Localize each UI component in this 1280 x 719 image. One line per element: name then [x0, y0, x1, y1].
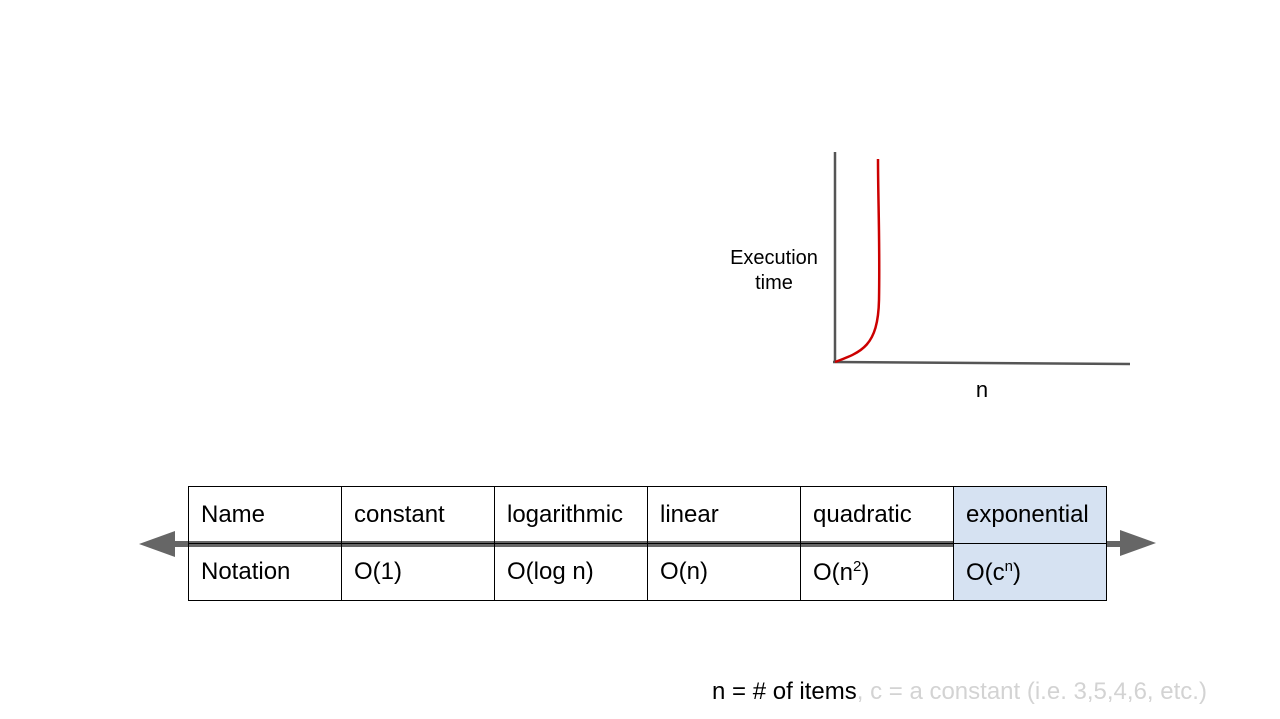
footnote-faded: , c = a constant (i.e. 3,5,4,6, etc.) [856, 678, 1207, 705]
notation-header-cell: Notation [188, 543, 342, 601]
name-row: Name constant logarithmic linear quadrat… [188, 486, 1107, 544]
notation-tail: ) [861, 558, 870, 586]
notation-text: O(c [966, 558, 1005, 586]
x-axis-label: n [975, 377, 989, 402]
name-cell-exponential: exponential [953, 486, 1107, 544]
notation-cell-quadratic: O(n2) [800, 543, 954, 601]
notation-cell-exponential: O(cn) [953, 543, 1107, 601]
name-header-cell: Name [188, 486, 342, 544]
notation-text: O(n) [660, 558, 708, 585]
y-axis-label: Execution time [714, 246, 834, 296]
footnote: n = # of items, c = a constant (i.e. 3,5… [712, 678, 1207, 706]
name-cell-quadratic: quadratic [800, 486, 954, 544]
notation-tail: ) [1013, 558, 1022, 586]
footnote-main: n = # of items [712, 678, 857, 705]
notation-exponent: n [1004, 557, 1014, 575]
left-arrowhead [139, 531, 175, 557]
exponential-curve [834, 158, 881, 364]
complexity-table: Name constant logarithmic linear quadrat… [188, 486, 1107, 601]
y-axis-label-line2: time [755, 272, 793, 294]
notation-text: O(n [813, 558, 854, 586]
notation-row: Notation O(1) O(log n) O(n) O(n2) O(cn) [188, 543, 1107, 601]
name-cell-linear: linear [647, 486, 801, 544]
right-arrowhead [1120, 530, 1156, 556]
notation-cell-logarithmic: O(log n) [494, 543, 648, 601]
notation-cell-linear: O(n) [647, 543, 801, 601]
notation-exponent: 2 [853, 557, 862, 575]
notation-text: O(log n) [507, 558, 594, 585]
name-cell-constant: constant [341, 486, 495, 544]
notation-text: O(1) [354, 558, 402, 585]
y-axis-label-line1: Execution [730, 247, 818, 269]
name-cell-logarithmic: logarithmic [494, 486, 648, 544]
notation-cell-constant: O(1) [341, 543, 495, 601]
x-axis [832, 360, 1131, 366]
